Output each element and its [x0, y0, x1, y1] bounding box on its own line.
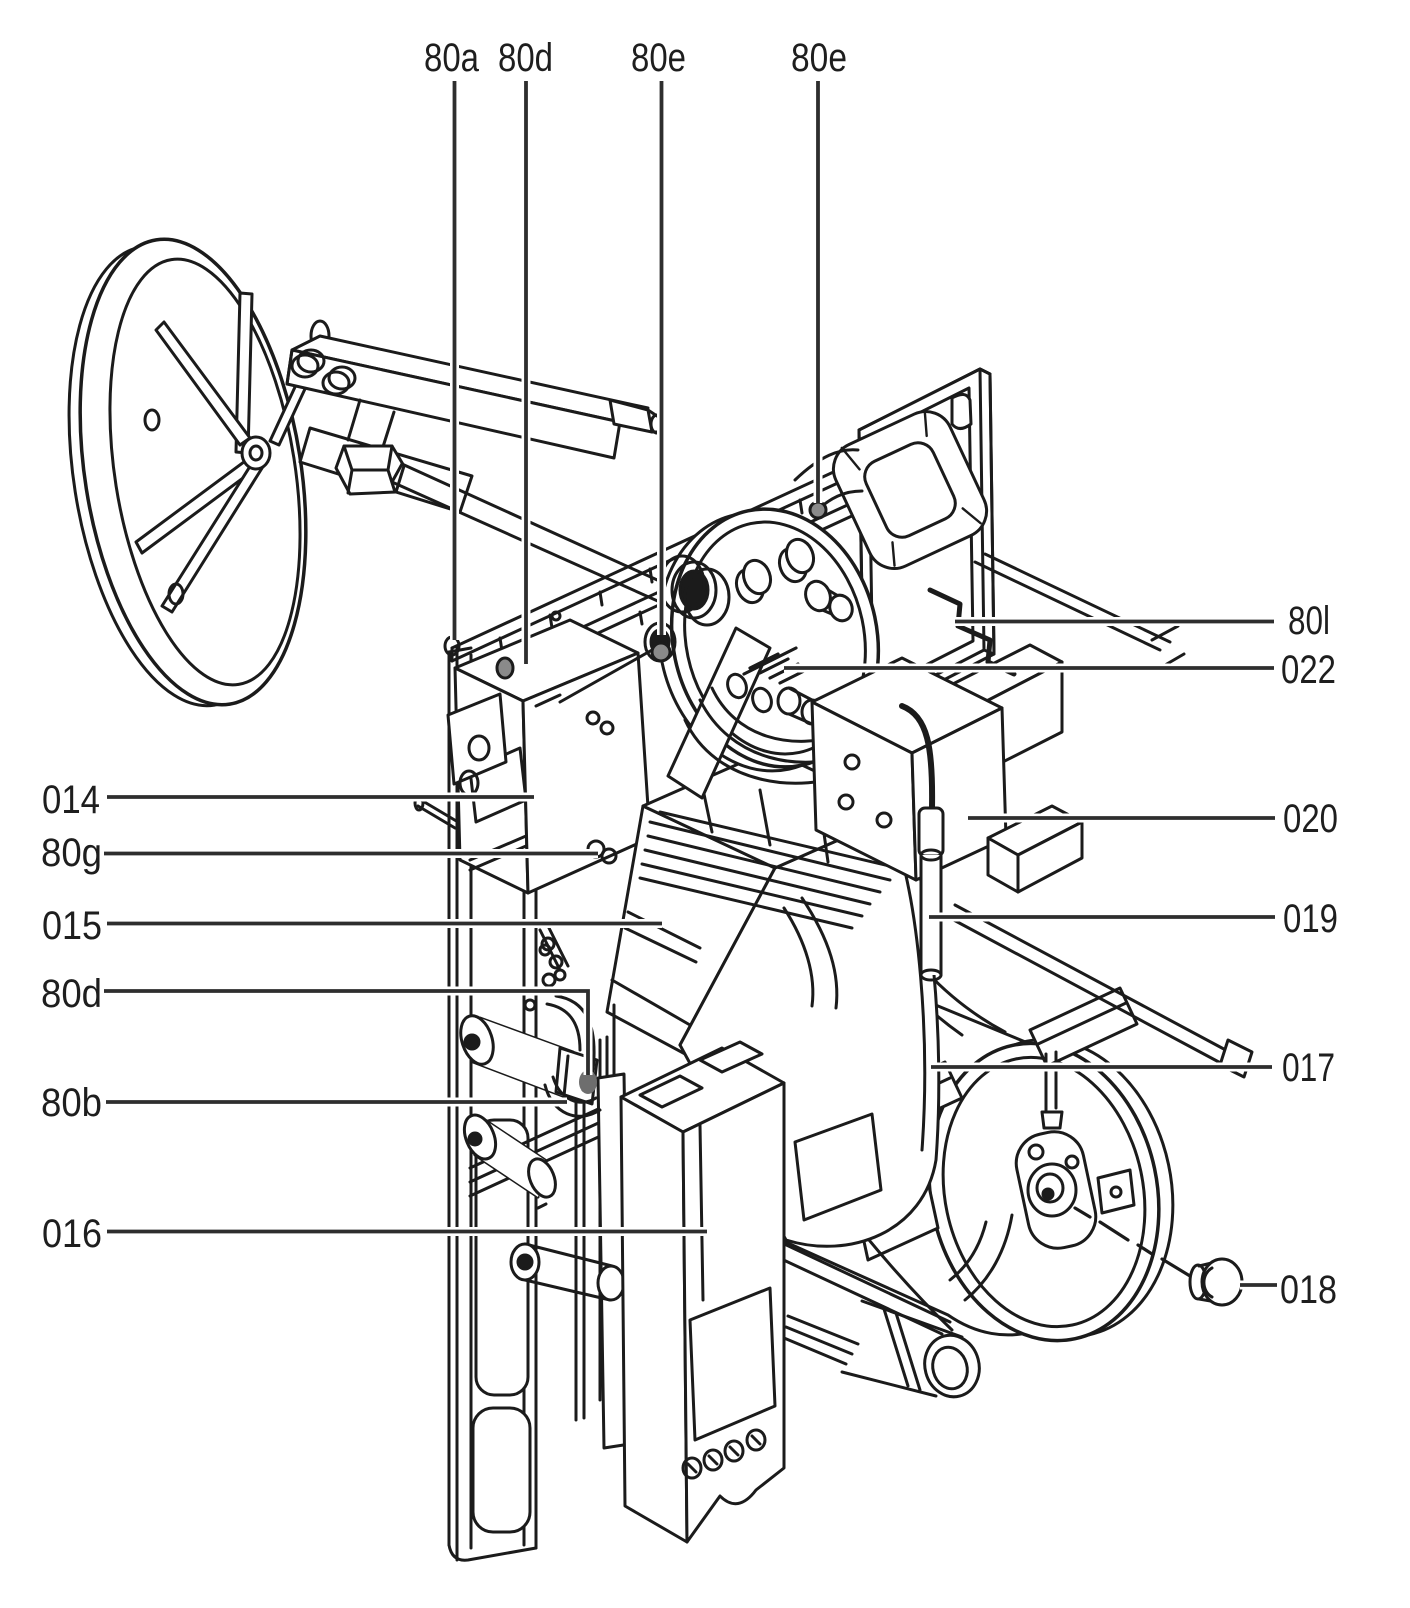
svg-text:014: 014 — [42, 778, 100, 822]
svg-text:80e: 80e — [631, 36, 686, 80]
svg-text:80l: 80l — [1288, 599, 1330, 643]
svg-text:80b: 80b — [41, 1081, 102, 1125]
svg-text:017: 017 — [1282, 1046, 1335, 1090]
svg-text:80e: 80e — [791, 36, 847, 80]
svg-text:022: 022 — [1281, 648, 1336, 692]
svg-text:80d: 80d — [498, 36, 553, 80]
svg-text:018: 018 — [1280, 1268, 1337, 1312]
svg-text:015: 015 — [42, 904, 102, 948]
svg-text:80a: 80a — [424, 36, 480, 80]
svg-text:016: 016 — [42, 1212, 102, 1256]
svg-text:80d: 80d — [41, 972, 102, 1016]
svg-text:019: 019 — [1283, 897, 1338, 941]
svg-text:020: 020 — [1283, 797, 1338, 841]
svg-text:80g: 80g — [41, 831, 102, 875]
